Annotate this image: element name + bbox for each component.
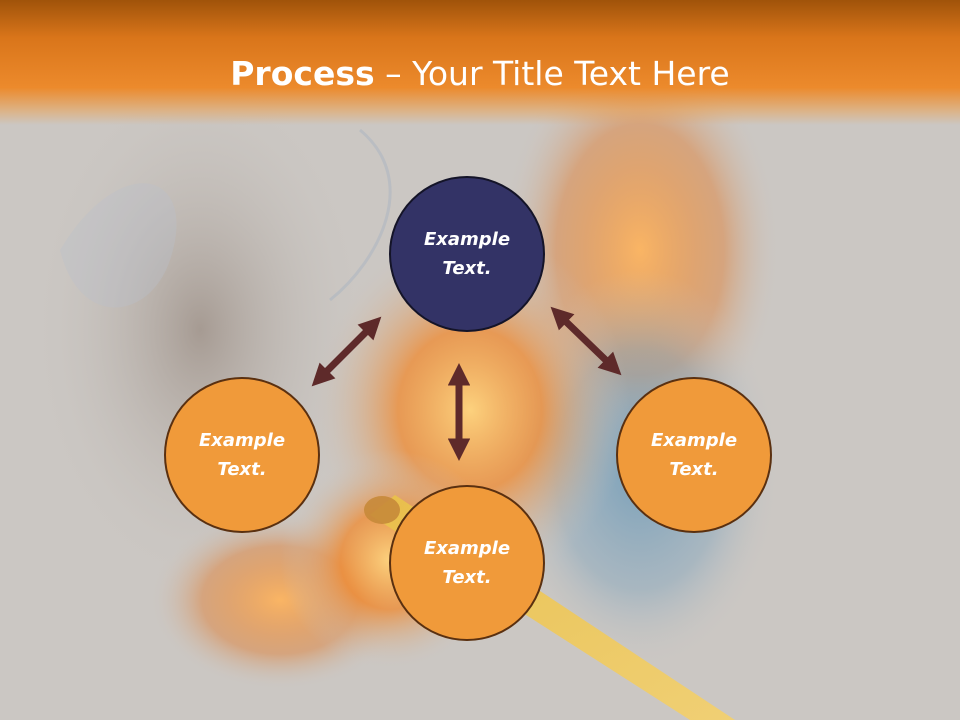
title-bold-part: Process <box>230 54 375 93</box>
title-rest: Your Title Text Here <box>412 54 730 93</box>
node-bottom-line2: Text. <box>442 567 492 588</box>
node-left-line1: Example <box>198 430 286 451</box>
node-bottom-line1: Example <box>423 538 511 559</box>
node-top-line2: Text. <box>442 258 492 279</box>
node-right-line1: Example <box>650 430 738 451</box>
title-bar <box>0 0 960 125</box>
slide-title: Process – Your Title Text Here <box>0 52 960 96</box>
title-separator: – <box>374 54 413 93</box>
node-right-line2: Text. <box>669 459 719 480</box>
node-top-line1: Example <box>423 229 511 250</box>
node-left-line2: Text. <box>217 459 267 480</box>
